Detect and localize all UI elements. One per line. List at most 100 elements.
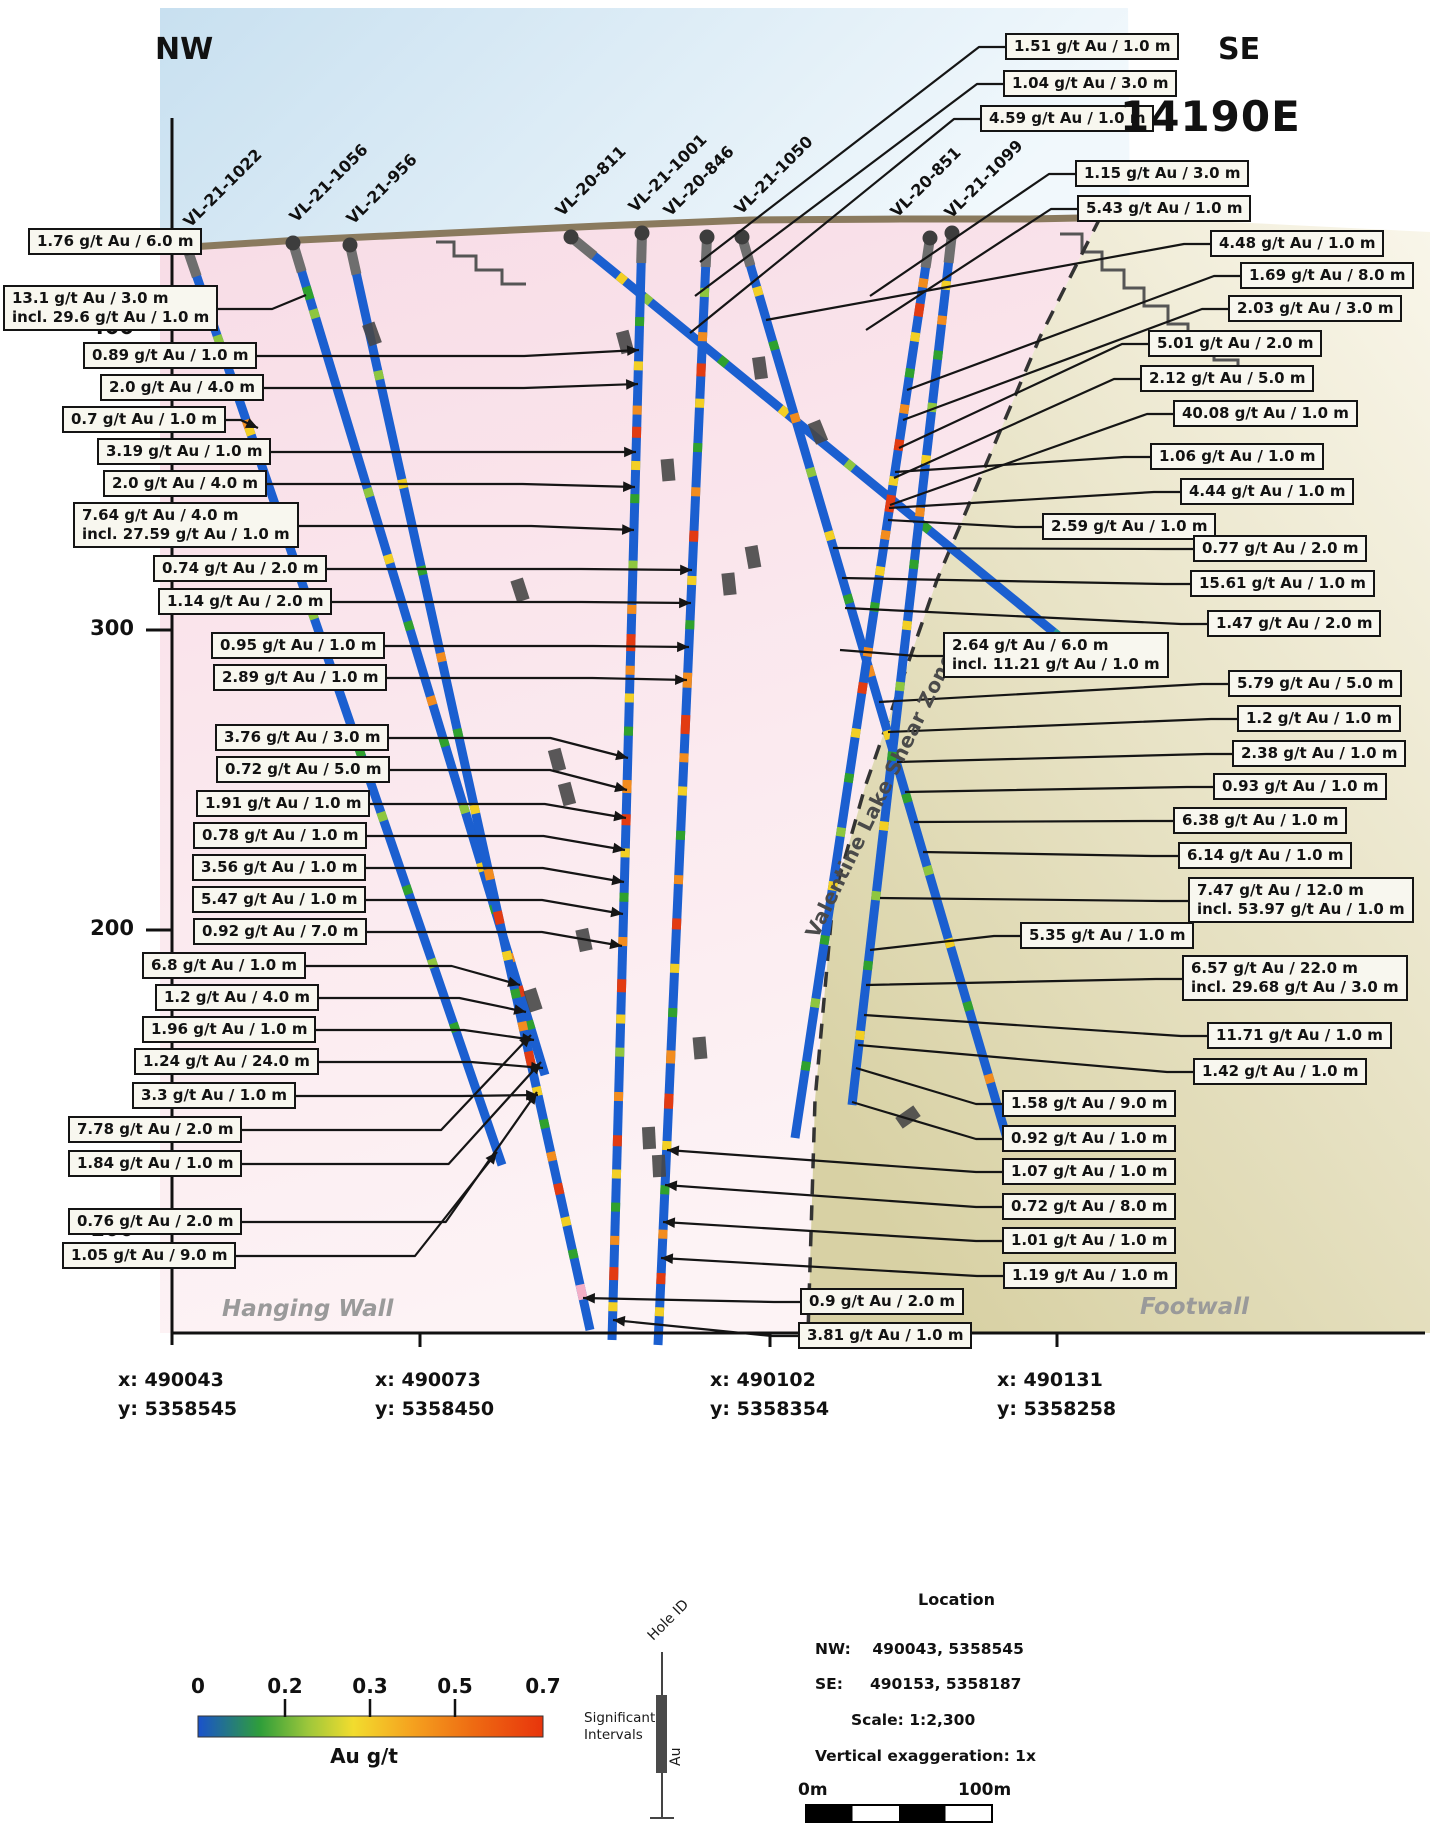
assay-interval (863, 960, 873, 971)
colorbar-ticks (283, 1699, 457, 1717)
assay-callout: 3.56 g/t Au / 1.0 m (192, 854, 367, 882)
assay-interval (575, 1283, 588, 1301)
assay-callout: 0.76 g/t Au / 2.0 m (68, 1208, 243, 1236)
assay-callout: 4.59 g/t Au / 1.0 m (980, 105, 1155, 133)
nw-label: NW (155, 32, 214, 67)
assay-interval (857, 681, 868, 695)
holeid-significant-bar (656, 1695, 667, 1773)
assay-interval (438, 736, 450, 748)
assay-interval (819, 934, 830, 946)
workings-staircase-left (436, 240, 526, 286)
assay-callout: 2.0 g/t Au / 4.0 m (100, 374, 265, 402)
footwall-label: Footwall (1140, 1294, 1250, 1320)
collar-point (922, 230, 938, 246)
assay-interval (376, 810, 389, 823)
assay-interval (469, 803, 481, 815)
assay-interval (425, 694, 438, 707)
drill-trace (737, 235, 1013, 1144)
assay-interval (768, 340, 780, 352)
assay-interval (403, 620, 415, 632)
shear-zone-boundary (806, 217, 1102, 1334)
location-vex: Vertical exaggeration: 1x (815, 1747, 1036, 1765)
colorbar-tick-label: 0.3 (352, 1674, 388, 1698)
assay-interval (458, 803, 470, 815)
assay-callout: 2.03 g/t Au / 3.0 m (1228, 295, 1403, 323)
assay-interval (696, 363, 706, 377)
assay-callout: 0.89 g/t Au / 1.0 m (83, 342, 258, 370)
scalebar-left-label: 0m (798, 1780, 828, 1800)
assay-interval (933, 350, 943, 361)
assay-callout: 1.06 g/t Au / 1.0 m (1150, 443, 1325, 471)
assay-callout: 1.04 g/t Au / 3.0 m (1003, 70, 1178, 98)
assay-interval (937, 315, 947, 326)
assay-interval (416, 565, 428, 576)
assay-interval (244, 426, 256, 437)
assay-callout: 1.2 g/t Au / 4.0 m (155, 984, 320, 1012)
scalebar-right-label: 100m (958, 1780, 1012, 1800)
assay-interval (789, 412, 801, 424)
assay-callout: 1.01 g/t Au / 1.0 m (1002, 1227, 1177, 1255)
assay-callout: 0.74 g/t Au / 2.0 m (153, 555, 328, 583)
assay-interval (524, 1019, 536, 1031)
collar-point (699, 229, 715, 245)
assay-callout: 1.24 g/t Au / 24.0 m (134, 1048, 319, 1076)
collar-point (285, 235, 301, 251)
assay-callout: 1.2 g/t Au / 1.0 m (1237, 705, 1402, 733)
assay-interval (824, 530, 836, 542)
colorbar-tick-label: 0.2 (267, 1674, 303, 1698)
se-label: SE (1218, 32, 1261, 67)
assay-interval (452, 727, 464, 739)
assay-callout: 6.8 g/t Au / 1.0 m (142, 952, 307, 980)
collar-point (342, 237, 358, 253)
assay-interval (301, 285, 315, 301)
colorbar-title: Au g/t (330, 1744, 398, 1768)
assay-interval (855, 1030, 865, 1041)
assay-interval (800, 1060, 811, 1072)
assay-interval (435, 651, 447, 663)
assay-interval (913, 302, 925, 318)
assay-callout: 1.47 g/t Au / 2.0 m (1207, 610, 1382, 638)
assay-callout: 2.89 g/t Au / 1.0 m (213, 664, 388, 692)
assay-interval (888, 475, 899, 487)
assay-interval (835, 826, 847, 838)
assay-interval (983, 1073, 995, 1085)
assay-callout: 1.96 g/t Au / 1.0 m (142, 1016, 317, 1044)
assay-callout: 6.14 g/t Au / 1.0 m (1178, 842, 1353, 870)
assay-callout: 0.9 g/t Au / 2.0 m (800, 1288, 965, 1316)
au-axis-label: Au (668, 1747, 684, 1766)
assay-callout: 0.95 g/t Au / 1.0 m (211, 632, 386, 660)
significant-intervals-label: Significant Intervals (584, 1710, 656, 1743)
assay-callout: 0.92 g/t Au / 1.0 m (1002, 1125, 1177, 1153)
assay-interval (827, 880, 838, 892)
assay-callout: 11.71 g/t Au / 1.0 m (1207, 1022, 1392, 1050)
assay-callout: 1.51 g/t Au / 1.0 m (1005, 33, 1180, 61)
assay-interval (880, 529, 891, 541)
assay-interval (843, 458, 857, 472)
assay-callout: 7.78 g/t Au / 2.0 m (68, 1116, 243, 1144)
assay-callout: 1.15 g/t Au / 3.0 m (1075, 160, 1250, 188)
assay-callout: 0.72 g/t Au / 8.0 m (1002, 1193, 1177, 1221)
assay-interval (882, 729, 894, 741)
assay-interval (665, 1050, 676, 1064)
assay-interval (777, 404, 791, 418)
assay-callout: 6.38 g/t Au / 1.0 m (1173, 807, 1348, 835)
assay-callout: 0.93 g/t Au / 1.0 m (1213, 773, 1388, 801)
assay-interval (884, 494, 896, 513)
location-row-nw: NW: 490043, 5358545 (815, 1640, 1024, 1658)
collar-point (634, 225, 650, 241)
assay-callout: 1.91 g/t Au / 1.0 m (196, 790, 371, 818)
assay-callout: 5.43 g/t Au / 1.0 m (1077, 195, 1252, 223)
assay-interval (871, 890, 881, 901)
assay-interval (918, 277, 929, 289)
assay-interval (567, 1248, 579, 1260)
assay-interval (501, 950, 513, 962)
assay-callout: 1.69 g/t Au / 8.0 m (1240, 262, 1415, 290)
assay-callout: 1.07 g/t Au / 1.0 m (1002, 1158, 1177, 1186)
assay-callout: 1.19 g/t Au / 1.0 m (1003, 1262, 1178, 1290)
assay-interval (523, 1050, 537, 1068)
assay-interval (902, 620, 912, 631)
